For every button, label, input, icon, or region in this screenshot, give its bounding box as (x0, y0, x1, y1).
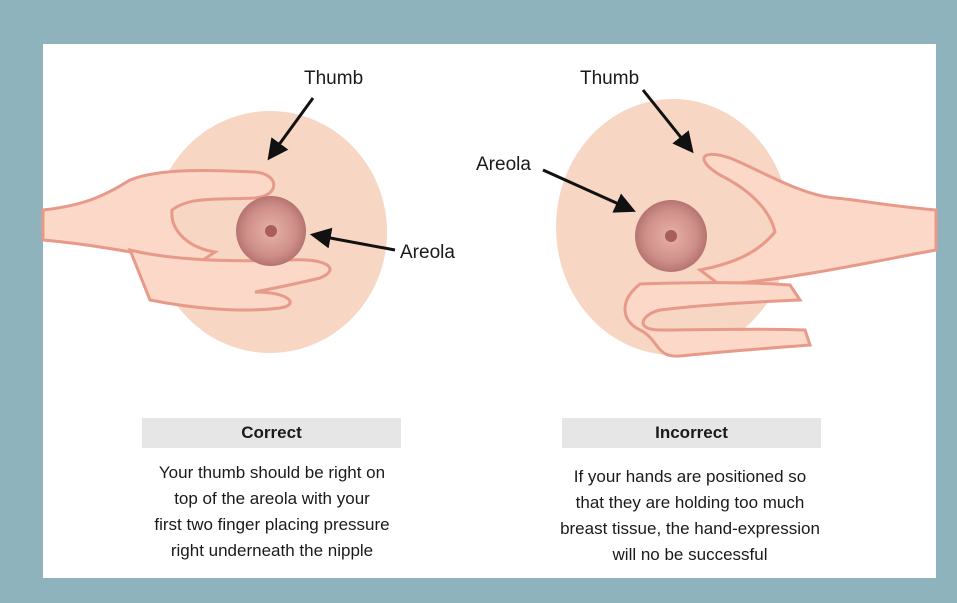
incorrect-heading-text: Incorrect (655, 423, 728, 443)
incorrect-caption-line: If your hands are positioned so (505, 464, 875, 490)
incorrect-caption-line: will no be successful (505, 542, 875, 568)
incorrect-caption-line: that they are holding too much (505, 490, 875, 516)
incorrect-illustration (543, 90, 936, 356)
incorrect-nipple (665, 230, 677, 242)
incorrect-thumb-label: Thumb (580, 68, 639, 90)
incorrect-caption: If your hands are positioned so that the… (505, 464, 875, 568)
correct-areola-label: Areola (400, 242, 455, 264)
correct-caption-line: first two finger placing pressure (100, 512, 444, 538)
incorrect-heading: Incorrect (562, 418, 821, 448)
correct-caption-line: right underneath the nipple (100, 538, 444, 564)
incorrect-areola-label: Areola (476, 154, 531, 176)
correct-illustration (43, 98, 395, 353)
correct-caption-line: Your thumb should be right on (100, 460, 444, 486)
correct-caption-line: top of the areola with your (100, 486, 444, 512)
incorrect-caption-line: breast tissue, the hand-expression (505, 516, 875, 542)
correct-heading-text: Correct (241, 423, 301, 443)
correct-thumb-label: Thumb (304, 68, 363, 90)
correct-nipple (265, 225, 277, 237)
correct-heading: Correct (142, 418, 401, 448)
correct-caption: Your thumb should be right on top of the… (100, 460, 444, 564)
